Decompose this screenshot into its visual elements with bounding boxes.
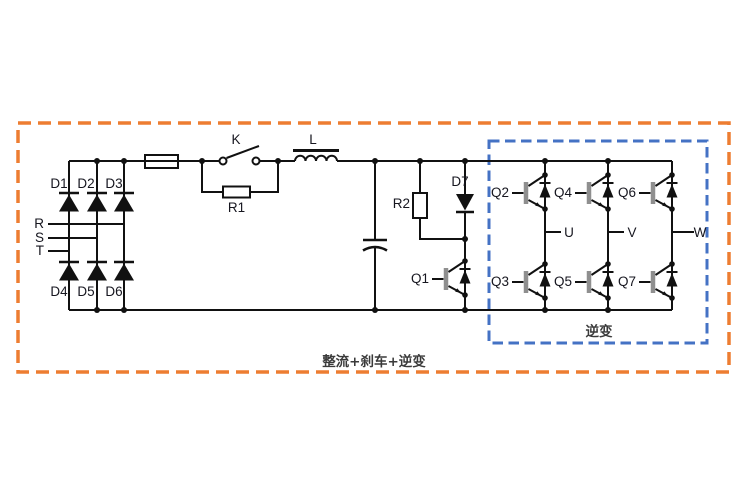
inverter-region-label: 逆变 <box>586 323 614 340</box>
label-r1: R1 <box>228 200 245 215</box>
diode-d5 <box>85 260 109 282</box>
diode-d3 <box>112 191 136 213</box>
switch-blade <box>226 145 260 159</box>
switch-k <box>218 145 261 166</box>
transistor-q7 <box>639 261 678 301</box>
inverter-leg-u <box>544 161 561 310</box>
label-d2: D2 <box>77 176 94 191</box>
label-phase-r: R <box>34 216 44 231</box>
inverter-region-border <box>487 139 709 345</box>
transistor-q1 <box>432 258 471 298</box>
label-phase-s: S <box>35 230 44 245</box>
wires <box>48 154 694 311</box>
diode-d4 <box>57 260 81 282</box>
label-r2: R2 <box>393 196 410 211</box>
diode-d1 <box>57 191 81 213</box>
bypass-branch <box>201 161 279 193</box>
label-q2: Q2 <box>491 185 509 200</box>
label-q1: Q1 <box>411 271 429 286</box>
fuse <box>144 154 179 169</box>
diode-d6 <box>112 260 136 282</box>
junction-dots <box>94 158 611 313</box>
inverter-leg-v <box>607 161 624 310</box>
label-q3: Q3 <box>491 274 509 289</box>
transistor-q3 <box>512 261 551 301</box>
label-phase-t: T <box>36 243 44 258</box>
label-k: K <box>231 132 240 147</box>
diode-d2 <box>85 191 109 213</box>
label-output-v: V <box>627 225 636 240</box>
outer-region-label: 整流+刹车+逆变 <box>322 353 426 370</box>
label-d1: D1 <box>50 176 67 191</box>
label-q6: Q6 <box>618 185 636 200</box>
label-q7: Q7 <box>618 274 636 289</box>
label-l: L <box>309 132 317 147</box>
transistor-q2 <box>512 172 551 212</box>
label-d4: D4 <box>50 284 68 299</box>
resistor-r2 <box>412 192 428 219</box>
brake-resistor-branch <box>419 161 465 240</box>
diode-d7 <box>454 192 476 214</box>
inverter-leg-w <box>671 161 694 310</box>
label-d5: D5 <box>77 284 94 299</box>
label-d6: D6 <box>105 284 122 299</box>
label-q5: Q5 <box>554 274 572 289</box>
inductor-coil <box>294 154 338 162</box>
label-d3: D3 <box>105 176 122 191</box>
label-d7: D7 <box>451 174 468 189</box>
label-q4: Q4 <box>554 185 573 200</box>
label-output-u: U <box>564 225 574 240</box>
capacitor <box>362 238 388 252</box>
transistor-q4 <box>575 172 614 212</box>
transistor-q5 <box>575 261 614 301</box>
resistor-r1 <box>222 185 251 199</box>
transistor-q6 <box>639 172 678 212</box>
label-output-w: W <box>694 225 707 240</box>
